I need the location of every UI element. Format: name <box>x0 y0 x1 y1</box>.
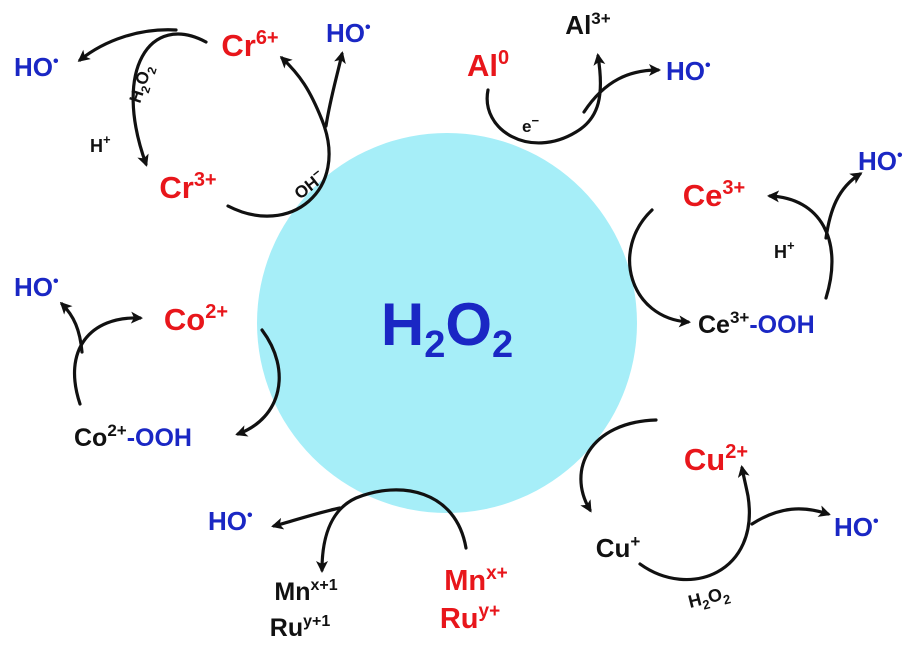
aluminium-cycle: Al0 Al3+ e− HO• <box>467 9 711 145</box>
cerium-cycle: Ce3+ Ce3+-OOH H+ HO• <box>628 146 903 339</box>
co-to-ho-arrow <box>59 301 84 354</box>
cu2-to-cu1-arrow <box>579 418 658 513</box>
h2o2-circle <box>257 133 637 513</box>
cr-ho-radical-right: HO• <box>326 18 371 48</box>
cu-ho-radical: HO• <box>834 512 879 542</box>
chromium-cycle: Cr6+ Cr3+ H2O2 H+ OH− HO• HO• <box>14 18 371 218</box>
mn-to-ho-arrow <box>271 506 342 530</box>
cu-to-ho-arrow <box>750 505 831 526</box>
co2-label: Co2+ <box>164 301 228 337</box>
cooh-to-co2-arrow <box>72 311 143 406</box>
ce3-to-ceooh-arrow <box>628 208 691 328</box>
co2-to-cooh-arrow <box>235 328 281 437</box>
mn-ho-radical: HO• <box>208 506 253 536</box>
ce-ho-radical: HO• <box>858 146 903 176</box>
ce-to-ho-arrow <box>824 172 863 240</box>
mn-x-label: Mnx+ <box>444 563 508 597</box>
h2o2-center-label: H2O2 <box>381 291 513 366</box>
cr-ho-radical-left: HO• <box>14 52 59 82</box>
cu1-to-cu2-arrow <box>638 465 751 582</box>
co-ho-radical: HO• <box>14 272 59 302</box>
cr3-to-cr6-arrow <box>226 55 331 218</box>
al-ho-radical: HO• <box>666 56 711 86</box>
al-to-ho-arrow <box>582 64 661 114</box>
manganese-cycle: Mnx+ Ruy+ Mnx+1 Ruy+1 HO• <box>208 488 508 642</box>
electron-label: e− <box>522 113 539 136</box>
ru-y1-label: Ruy+1 <box>270 613 331 642</box>
mn-x1-label: Mnx+1 <box>274 577 337 606</box>
ceooh-to-ce3-arrow <box>767 190 834 300</box>
al0-label: Al0 <box>467 47 509 83</box>
cr6-label: Cr6+ <box>221 27 278 63</box>
cr3-label: Cr3+ <box>159 169 216 205</box>
al-oxidation-arrow <box>485 53 606 145</box>
cu-h2o2-label: H2O2 <box>686 582 732 615</box>
ru-y-label: Ruy+ <box>440 601 500 635</box>
ce3-label: Ce3+ <box>683 177 745 213</box>
copper-cycle: Cu2+ Cu+ H2O2 HO• <box>579 418 879 615</box>
cr6-to-cr3-arrow <box>131 32 208 167</box>
ce3-ooh-label: Ce3+-OOH <box>698 308 815 339</box>
co2-ooh-label: Co2+-OOH <box>74 421 192 452</box>
cobalt-cycle: Co2+ Co2+-OOH HO• <box>14 272 281 452</box>
cr-h2o2-label: H2O2 <box>126 62 160 106</box>
cr-to-ho-left-arrow <box>77 28 178 62</box>
cr-to-ho-right-arrow <box>324 51 346 128</box>
al3-label: Al3+ <box>565 9 610 40</box>
mn-to-reduced-arrow <box>316 488 468 573</box>
ce-h-plus-label: H+ <box>774 238 795 262</box>
cr-h-plus-label: H+ <box>90 132 111 156</box>
cu1-label: Cu+ <box>596 532 641 563</box>
cu2-label: Cu2+ <box>684 441 748 477</box>
